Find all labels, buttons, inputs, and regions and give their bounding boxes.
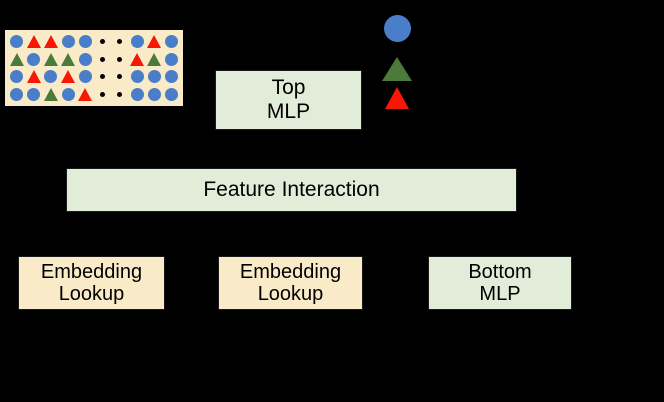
matrix-row [9, 51, 179, 68]
box-embedding-lookup-2[interactable]: Embedding Lookup [218, 256, 363, 310]
circle-blue-icon [164, 70, 178, 84]
circle-blue-icon [10, 70, 23, 84]
box-feature-interaction[interactable]: Feature Interaction [66, 168, 517, 212]
matrix-cell [130, 51, 145, 68]
circle-blue-icon [130, 70, 144, 84]
matrix-cell [43, 33, 58, 50]
box-bottom-mlp[interactable]: Bottom MLP [428, 256, 572, 310]
matrix-cell [78, 86, 93, 103]
matrix-cell [95, 33, 110, 50]
triangle-green-icon [43, 87, 58, 101]
triangle-red-icon [130, 52, 145, 66]
matrix-cell [9, 33, 24, 50]
matrix-cell [164, 86, 179, 103]
matrix-row [9, 86, 179, 103]
matrix-cell [26, 86, 41, 103]
circle-blue-icon [27, 87, 41, 101]
matrix-row [9, 68, 179, 85]
dot-black-icon [100, 74, 106, 80]
circle-blue-icon [44, 70, 58, 84]
matrix-cell [61, 51, 76, 68]
triangle-red-icon [385, 87, 409, 109]
dot-black-icon [100, 91, 106, 97]
dot-black-icon [100, 39, 106, 45]
matrix-cell [147, 68, 162, 85]
circle-blue-icon [61, 35, 75, 49]
matrix-cell [112, 86, 127, 103]
circle-blue-icon [130, 35, 144, 49]
dot-black-icon [117, 39, 123, 45]
triangle-green-icon [382, 57, 412, 81]
matrix-cell [26, 51, 41, 68]
matrix-cell [112, 33, 127, 50]
matrix-cell [112, 68, 127, 85]
circle-blue-icon [384, 15, 411, 42]
dot-black-icon [117, 91, 123, 97]
matrix-cell [78, 33, 93, 50]
matrix-cell [112, 51, 127, 68]
circle-blue-icon [78, 70, 92, 84]
circle-blue-icon [61, 87, 75, 101]
triangle-green-icon [147, 52, 162, 66]
matrix-cell [164, 68, 179, 85]
triangle-red-icon [26, 35, 41, 49]
triangle-red-icon [78, 87, 93, 101]
matrix-cell [26, 33, 41, 50]
box-top-mlp[interactable]: Top MLP [215, 70, 362, 130]
circle-blue-icon [147, 70, 161, 84]
matrix-cell [95, 86, 110, 103]
triangle-green-icon [61, 52, 76, 66]
matrix-cell [61, 68, 76, 85]
dot-black-icon [117, 74, 123, 80]
matrix-cell [147, 51, 162, 68]
matrix-cell [43, 86, 58, 103]
matrix-cell [78, 68, 93, 85]
matrix-row [9, 33, 179, 50]
matrix-cell [164, 33, 179, 50]
circle-blue-icon [27, 52, 41, 66]
triangle-green-icon [9, 52, 24, 66]
circle-blue-icon [147, 87, 161, 101]
circle-blue-icon [10, 87, 23, 101]
legend [380, 12, 416, 112]
circle-blue-icon [78, 52, 92, 66]
triangle-red-icon [61, 70, 76, 84]
matrix-cell [26, 68, 41, 85]
circle-blue-icon [164, 87, 178, 101]
triangle-red-icon [43, 35, 58, 49]
matrix-cell [164, 51, 179, 68]
matrix-cell [95, 51, 110, 68]
matrix-cell [147, 86, 162, 103]
matrix-cell [61, 33, 76, 50]
circle-blue-icon [164, 52, 178, 66]
circle-blue-icon [10, 35, 23, 49]
dot-black-icon [117, 56, 123, 62]
triangle-red-icon [147, 35, 162, 49]
matrix-cell [43, 51, 58, 68]
matrix-cell [130, 33, 145, 50]
matrix-cell [78, 51, 93, 68]
matrix-cell [95, 68, 110, 85]
triangle-red-icon [26, 70, 41, 84]
matrix-cell [61, 86, 76, 103]
matrix-cell [130, 68, 145, 85]
feature-matrix-panel [5, 30, 183, 106]
matrix-cell [147, 33, 162, 50]
box-embedding-lookup-1[interactable]: Embedding Lookup [18, 256, 165, 310]
circle-blue-icon [164, 35, 178, 49]
matrix-cell [43, 68, 58, 85]
triangle-green-icon [43, 52, 58, 66]
matrix-cell [9, 51, 24, 68]
matrix-cell [9, 86, 24, 103]
matrix-cell [9, 68, 24, 85]
matrix-cell [130, 86, 145, 103]
circle-blue-icon [130, 87, 144, 101]
dot-black-icon [100, 56, 106, 62]
circle-blue-icon [78, 35, 92, 49]
